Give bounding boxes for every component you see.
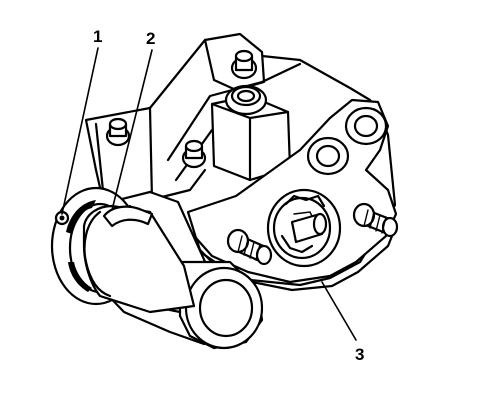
callout-number-3: 3	[355, 345, 364, 364]
oil-seal	[50, 186, 196, 314]
callout-leader-1	[61, 47, 99, 215]
pump-center-block	[210, 84, 292, 182]
seal-ring	[102, 205, 154, 228]
cover-stud-right	[352, 202, 399, 238]
cover-stud-left	[226, 228, 273, 266]
callout-number-2: 2	[146, 29, 155, 48]
callout-leader-3	[321, 281, 357, 341]
housing-bolt-top	[230, 49, 258, 80]
housing-bolt-middle	[181, 139, 207, 169]
callout-number-1: 1	[93, 27, 102, 46]
housing-bolt-left	[105, 117, 131, 147]
pump-drive-shaft	[290, 212, 328, 244]
callout-leader-2	[111, 49, 153, 211]
